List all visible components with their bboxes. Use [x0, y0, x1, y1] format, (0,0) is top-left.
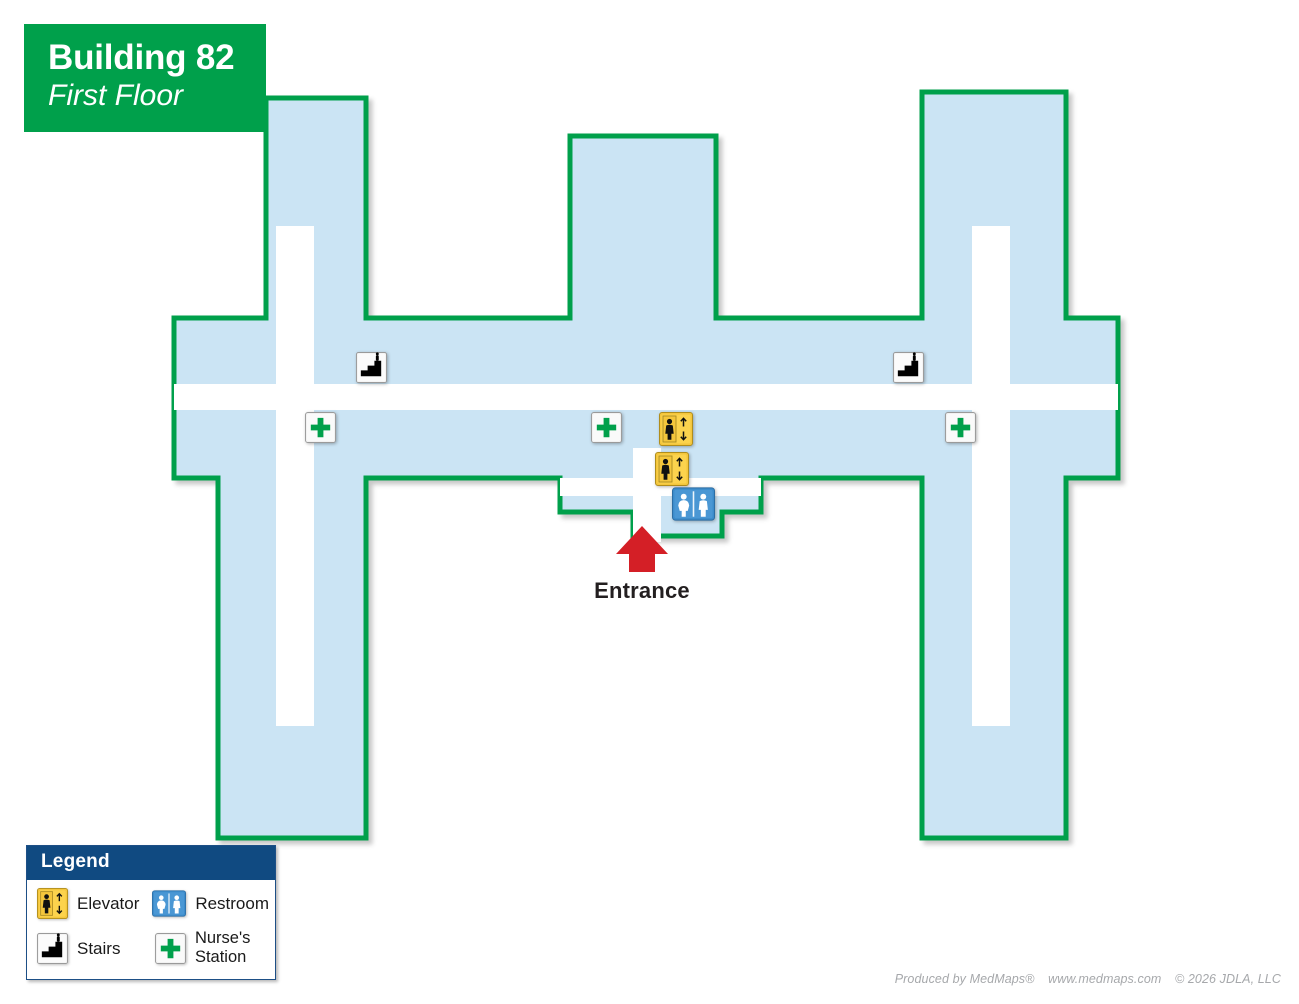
- producer-text: Produced by MedMaps®: [894, 972, 1035, 986]
- legend-item-restroom[interactable]: Restroom: [152, 888, 269, 919]
- entrance-label: Entrance: [594, 578, 690, 603]
- website-text: www.medmaps.com: [1048, 972, 1162, 986]
- legend-title: Legend: [27, 846, 275, 880]
- legend-row: Stairs Nurse's Station: [37, 929, 269, 967]
- legend-row: Elevator Restroom: [37, 888, 269, 919]
- corridor-left-vertical: [276, 226, 314, 726]
- restroom-icon[interactable]: [672, 487, 715, 521]
- entrance-marker: Entrance: [560, 524, 724, 604]
- legend-label-stairs: Stairs: [77, 938, 121, 958]
- stairs-icon[interactable]: [893, 352, 924, 383]
- corridor-right-vertical: [972, 226, 1010, 726]
- legend-body: Elevator Restroom: [27, 880, 275, 979]
- restroom-icon: [152, 888, 187, 919]
- legend-label-elevator: Elevator: [77, 894, 140, 913]
- copyright-text: © 2026 JDLA, LLC: [1174, 972, 1281, 986]
- nurses-station-icon[interactable]: [305, 412, 336, 443]
- legend-label-nurses-station: Nurse's Station: [194, 929, 251, 966]
- stairs-icon[interactable]: [356, 352, 387, 383]
- footer-credit: Produced by MedMaps® www.medmaps.com © 2…: [895, 972, 1281, 986]
- floor-name: First Floor: [48, 79, 183, 112]
- legend-item-nurses-station[interactable]: Nurse's Station: [154, 929, 269, 967]
- title-banner: Building 82 First Floor: [24, 24, 266, 132]
- legend-item-stairs[interactable]: Stairs: [37, 932, 155, 964]
- nurses-station-icon: [154, 932, 186, 964]
- up-arrow-icon: [616, 526, 668, 572]
- elevator-icon: [37, 888, 68, 919]
- legend-label-restroom: Restroom: [195, 894, 269, 913]
- building-name: Building 82: [48, 38, 235, 77]
- nurses-station-icon[interactable]: [591, 412, 622, 443]
- stairs-icon: [37, 932, 68, 964]
- corridor-main-horizontal: [174, 384, 1118, 410]
- legend-item-elevator[interactable]: Elevator: [37, 888, 152, 919]
- nurses-station-icon[interactable]: [945, 412, 976, 443]
- corridor-center-left-link: [560, 478, 661, 496]
- elevator-icon[interactable]: [659, 412, 693, 446]
- elevator-icon[interactable]: [655, 452, 689, 486]
- legend-panel: Legend: [26, 845, 276, 980]
